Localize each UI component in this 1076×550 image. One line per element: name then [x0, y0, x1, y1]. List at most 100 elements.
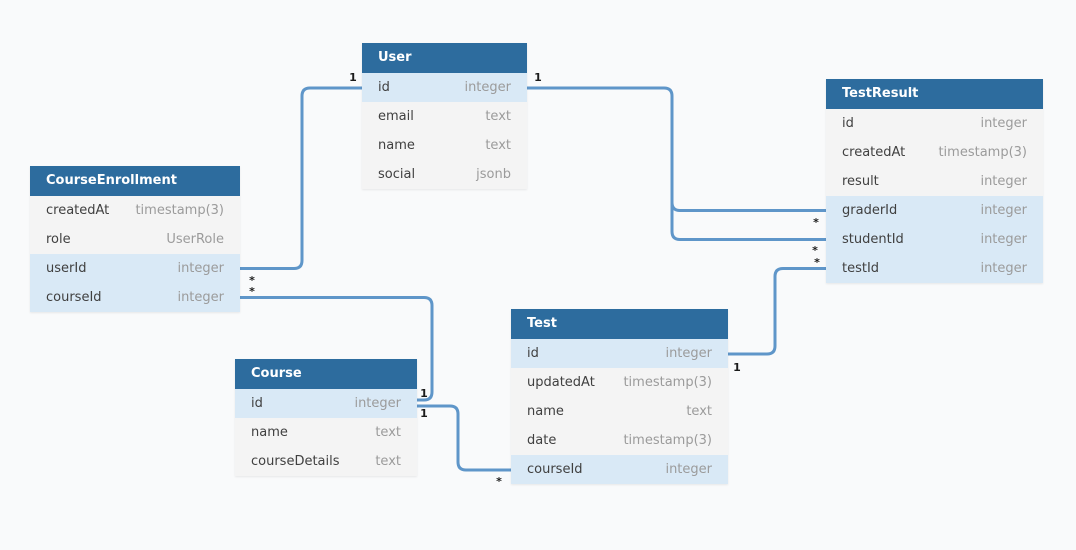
- field-name: id: [527, 346, 539, 361]
- table-body-CourseEnrollment: createdAt timestamp(3) role UserRole userId i…: [30, 196, 240, 312]
- field-row-TestResult-id: id integer: [826, 109, 1043, 138]
- field-row-CourseEnrollment-createdAt: createdAt timestamp(3): [30, 196, 240, 225]
- cardinality-label: *: [813, 216, 819, 229]
- field-type: integer: [980, 261, 1027, 276]
- field-name: userId: [46, 261, 87, 276]
- table-TestResult[interactable]: TestResult id integer createdAt timestamp(3)…: [826, 79, 1043, 283]
- field-type: text: [375, 425, 401, 440]
- field-name: createdAt: [46, 203, 110, 218]
- field-name: updatedAt: [527, 375, 595, 390]
- cardinality-label: 1: [349, 71, 357, 84]
- cardinality-label: 1: [534, 71, 542, 84]
- table-header-Course[interactable]: Course: [235, 359, 417, 389]
- field-row-Course-name: name text: [235, 418, 417, 447]
- field-name: role: [46, 232, 71, 247]
- field-type: timestamp(3): [938, 145, 1027, 160]
- field-row-Test-id: id integer: [511, 339, 728, 368]
- field-type: integer: [980, 174, 1027, 189]
- field-name: id: [842, 116, 854, 131]
- field-row-Course-id: id integer: [235, 389, 417, 418]
- cardinality-label: 1: [420, 387, 428, 400]
- relationship-User.id-CourseEnrollment.userId: [240, 86, 362, 270]
- table-body-TestResult: id integer createdAt timestamp(3) result inte…: [826, 109, 1043, 283]
- table-title: User: [378, 50, 412, 65]
- field-name: courseId: [527, 462, 583, 477]
- table-title: TestResult: [842, 86, 919, 101]
- table-header-Test[interactable]: Test: [511, 309, 728, 339]
- field-name: createdAt: [842, 145, 906, 160]
- field-type: integer: [177, 290, 224, 305]
- table-Course[interactable]: Course id integer name text courseDetails text: [235, 359, 417, 476]
- table-title: Course: [251, 366, 302, 381]
- field-row-User-email: email text: [362, 102, 527, 131]
- table-title: Test: [527, 316, 557, 331]
- table-header-TestResult[interactable]: TestResult: [826, 79, 1043, 109]
- field-type: integer: [980, 203, 1027, 218]
- field-row-CourseEnrollment-role: role UserRole: [30, 225, 240, 254]
- field-type: integer: [464, 80, 511, 95]
- field-name: name: [378, 138, 415, 153]
- field-type: text: [485, 138, 511, 153]
- field-row-User-id: id integer: [362, 73, 527, 102]
- field-row-Test-name: name text: [511, 397, 728, 426]
- field-type: text: [686, 404, 712, 419]
- field-type: timestamp(3): [135, 203, 224, 218]
- field-row-Test-date: date timestamp(3): [511, 426, 728, 455]
- field-name: social: [378, 167, 416, 182]
- field-type: UserRole: [166, 232, 224, 247]
- field-name: date: [527, 433, 557, 448]
- table-body-Course: id integer name text courseDetails text: [235, 389, 417, 476]
- field-row-TestResult-studentId: studentId integer: [826, 225, 1043, 254]
- field-name: graderId: [842, 203, 898, 218]
- table-title: CourseEnrollment: [46, 173, 177, 188]
- field-name: testId: [842, 261, 880, 276]
- relationship-User.id-TestResult.studentId: [670, 190, 826, 241]
- field-name: id: [251, 396, 263, 411]
- field-name: name: [251, 425, 288, 440]
- field-row-Test-courseId: courseId integer: [511, 455, 728, 484]
- field-type: integer: [177, 261, 224, 276]
- cardinality-label: *: [249, 285, 255, 298]
- field-type: timestamp(3): [623, 433, 712, 448]
- cardinality-label: *: [496, 475, 502, 488]
- field-row-CourseEnrollment-userId: userId integer: [30, 254, 240, 283]
- field-row-TestResult-createdAt: createdAt timestamp(3): [826, 138, 1043, 167]
- field-type: text: [375, 454, 401, 469]
- cardinality-label: *: [814, 256, 820, 269]
- relationship-Test.id-TestResult.testId: [728, 267, 826, 356]
- field-type: integer: [665, 462, 712, 477]
- field-row-Course-courseDetails: courseDetails text: [235, 447, 417, 476]
- field-row-TestResult-graderId: graderId integer: [826, 196, 1043, 225]
- cardinality-label: 1: [420, 407, 428, 420]
- field-name: name: [527, 404, 564, 419]
- field-row-User-name: name text: [362, 131, 527, 160]
- field-name: id: [378, 80, 390, 95]
- field-name: courseDetails: [251, 454, 340, 469]
- table-header-CourseEnrollment[interactable]: CourseEnrollment: [30, 166, 240, 196]
- field-row-TestResult-testId: testId integer: [826, 254, 1043, 283]
- field-name: studentId: [842, 232, 904, 247]
- table-CourseEnrollment[interactable]: CourseEnrollment createdAt timestamp(3) rol…: [30, 166, 240, 312]
- table-header-User[interactable]: User: [362, 43, 527, 73]
- field-name: email: [378, 109, 414, 124]
- field-name: result: [842, 174, 879, 189]
- relationship-Course.id-Test.courseId: [417, 404, 511, 472]
- field-type: integer: [354, 396, 401, 411]
- field-type: text: [485, 109, 511, 124]
- cardinality-label: *: [249, 274, 255, 287]
- cardinality-label: 1: [733, 361, 741, 374]
- cardinality-label: *: [812, 244, 818, 257]
- relationship-CourseEnrollment.courseId-Course.id: [240, 296, 434, 402]
- field-type: integer: [980, 116, 1027, 131]
- field-row-TestResult-result: result integer: [826, 167, 1043, 196]
- field-type: integer: [980, 232, 1027, 247]
- field-type: integer: [665, 346, 712, 361]
